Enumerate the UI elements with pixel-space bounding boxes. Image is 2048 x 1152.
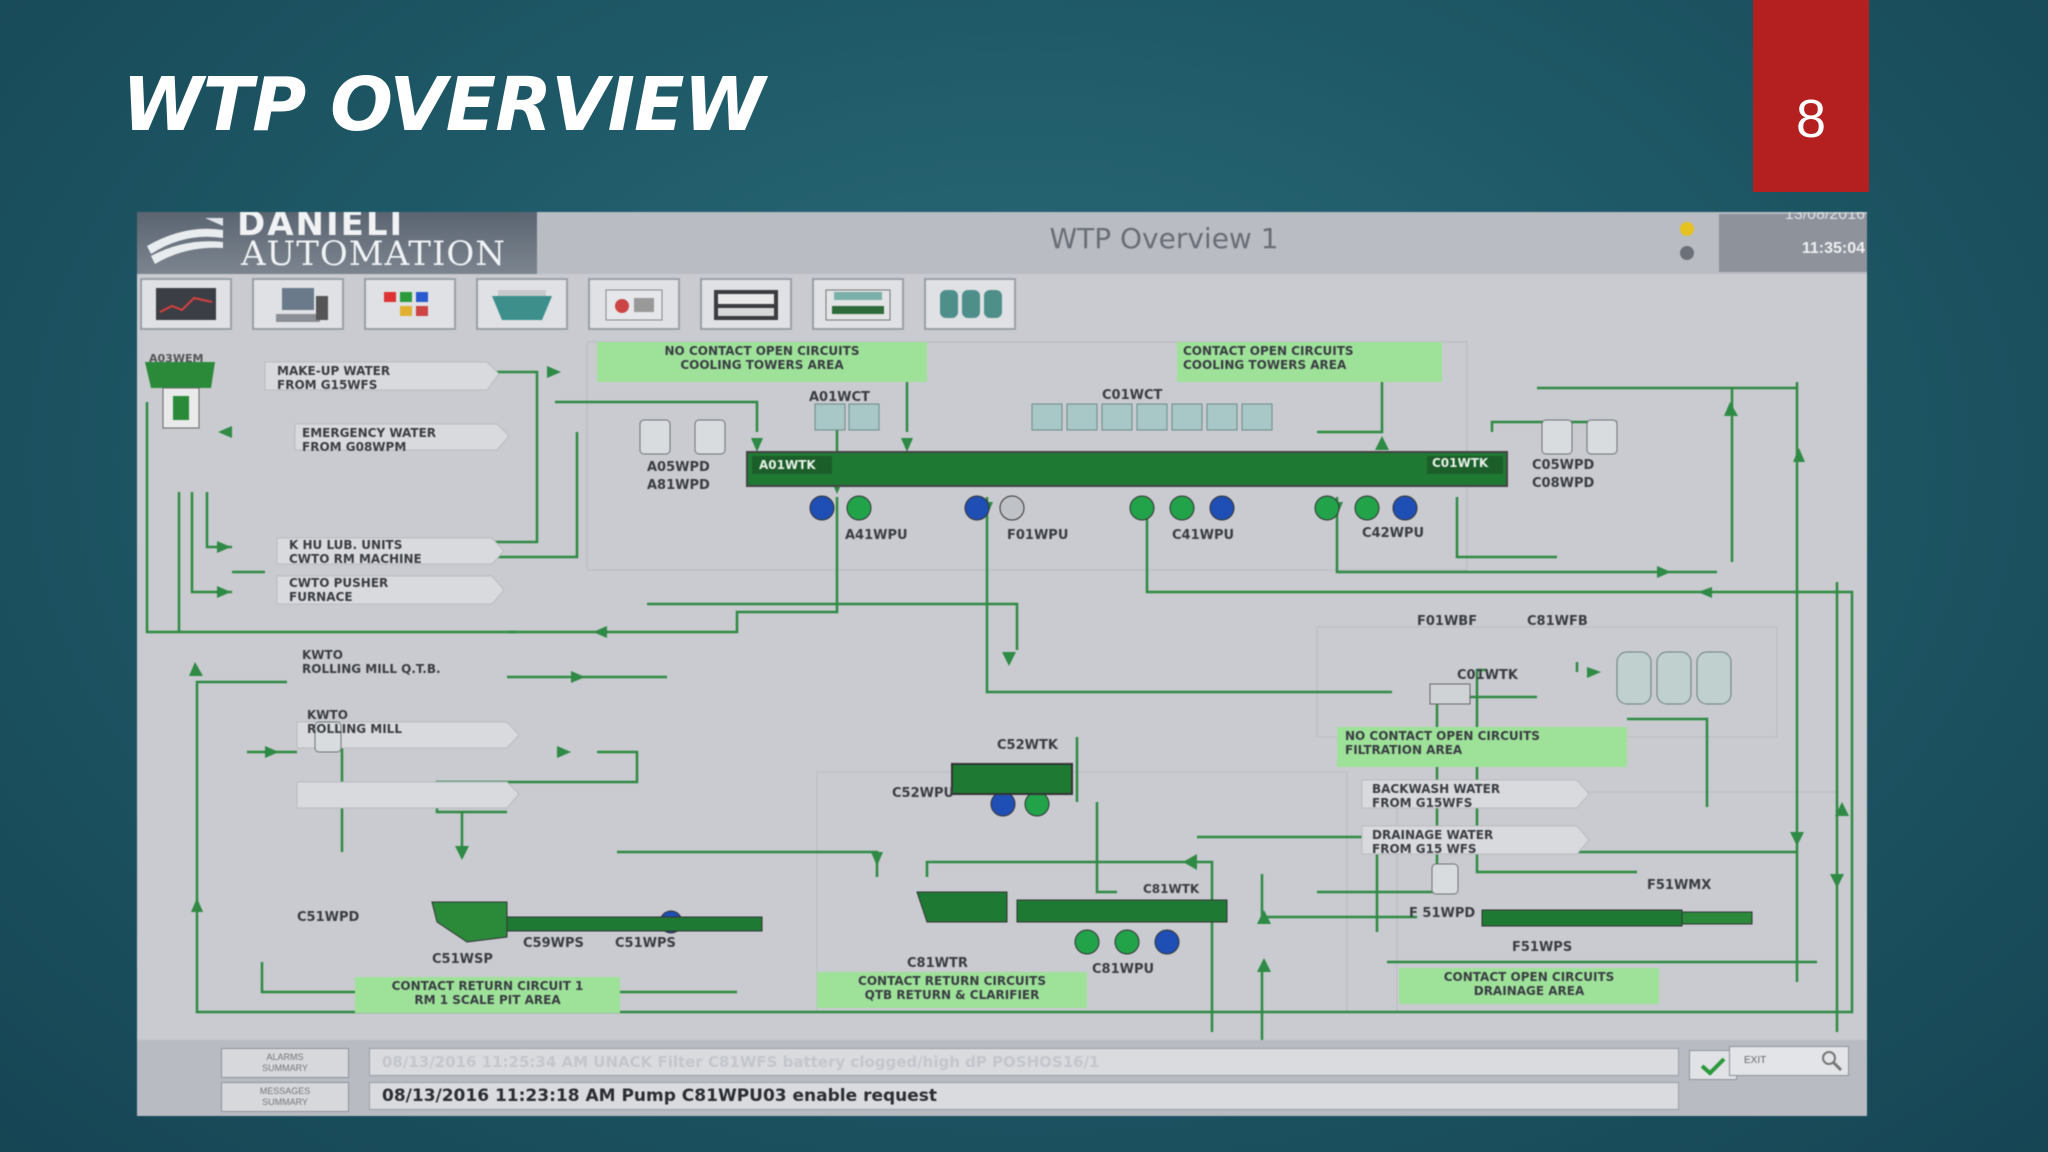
tag-a41wpu: A41WPU	[845, 528, 908, 543]
tag-c42wpu: C42WPU	[1362, 526, 1425, 541]
danieli-swoosh-icon	[147, 218, 223, 264]
tag-c52wpu: C52WPU	[892, 786, 955, 801]
tag-c81wtk: C81WTK	[1143, 882, 1200, 896]
a03wem-label: A03WEM	[149, 352, 204, 365]
screen-toolbar	[137, 278, 1037, 336]
tag-c41wpu: C41WPU	[1172, 528, 1235, 543]
slide-number: 8	[1795, 89, 1827, 149]
tag-c01wtk: C01WTK	[1432, 456, 1489, 470]
tag-c81wtr: C81WTR	[907, 956, 968, 971]
tag-c59wps: C59WPS	[523, 936, 584, 951]
last-message-field[interactable]: 08/13/2016 11:23:18 AM Pump C81WPU03 ena…	[369, 1082, 1679, 1110]
tag-c01wct: C01WCT	[1102, 388, 1163, 403]
datetime-display: 13/08/2016 11:35:04	[1719, 212, 1867, 272]
filter-unit-icon[interactable]	[812, 278, 904, 330]
logo-line2: AUTOMATION	[241, 234, 506, 274]
slide-title: WTP OVERVIEW	[122, 62, 765, 148]
exit-button[interactable]: EXIT	[1729, 1046, 1849, 1076]
tag-c81wfb: C81WFB	[1527, 614, 1588, 629]
tag-a01wct: A01WCT	[809, 390, 870, 405]
tag-c05wpd: C05WPD	[1532, 458, 1595, 473]
status-led-yellow	[1680, 222, 1694, 236]
counter-display-icon[interactable]	[700, 278, 792, 330]
tag-f01wbf: F01WBF	[1417, 614, 1478, 629]
hmi-screenshot-photo: DANIELI AUTOMATION WTP Overview 1 13/08/…	[137, 212, 1867, 1116]
process-view-icon[interactable]	[588, 278, 680, 330]
logo-line1: DANIELI	[237, 212, 405, 244]
tag-c51wsp: C51WSP	[432, 952, 493, 967]
checkmark-icon	[1700, 1057, 1726, 1076]
tag-a01wtk: A01WTK	[759, 458, 816, 472]
tag-f01wpu: F01WPU	[1007, 528, 1069, 543]
slide-number-badge: 8	[1753, 0, 1869, 192]
status-led-gray	[1680, 246, 1694, 260]
tag-c51wpd: C51WPD	[297, 910, 360, 925]
magnifier-icon	[1822, 1051, 1843, 1072]
screen-title: WTP Overview 1	[1049, 222, 1279, 255]
tag-c81wpu: C81WPU	[1092, 962, 1155, 977]
alarm-message-field[interactable]: 08/13/2016 11:25:34 AM UNACK Filter C81W…	[369, 1048, 1679, 1076]
a03wem-tank-icon	[145, 362, 215, 429]
workstation-icon[interactable]	[252, 278, 344, 330]
danieli-logo: DANIELI AUTOMATION	[137, 212, 537, 274]
date-readout: 13/08/2016	[1784, 212, 1865, 223]
tag-c01wtk-filter: C01WTK	[1457, 668, 1518, 683]
tank-group-icon[interactable]	[924, 278, 1016, 330]
tag-a81wpd: A81WPD	[647, 478, 710, 493]
hmi-header: DANIELI AUTOMATION WTP Overview 1 13/08/…	[137, 212, 1867, 274]
process-diagram	[145, 341, 1854, 1040]
chart-panel-icon[interactable]	[364, 278, 456, 330]
trend-screen-icon[interactable]	[140, 278, 232, 330]
tag-c52wtk: C52WTK	[997, 738, 1058, 753]
tag-a05wpd: A05WPD	[647, 460, 710, 475]
cooling-tower-icon[interactable]	[476, 278, 568, 330]
time-readout: 11:35:04	[1801, 240, 1865, 257]
tag-c08wpd: C08WPD	[1532, 476, 1595, 491]
source-labels	[264, 361, 1590, 855]
tag-f51wpd: F 51WPD	[1409, 906, 1476, 921]
tag-c51wps: C51WPS	[615, 936, 676, 951]
tag-f51wps: F51WPS	[1512, 940, 1573, 955]
tag-f51wmx: F51WMX	[1647, 878, 1712, 893]
